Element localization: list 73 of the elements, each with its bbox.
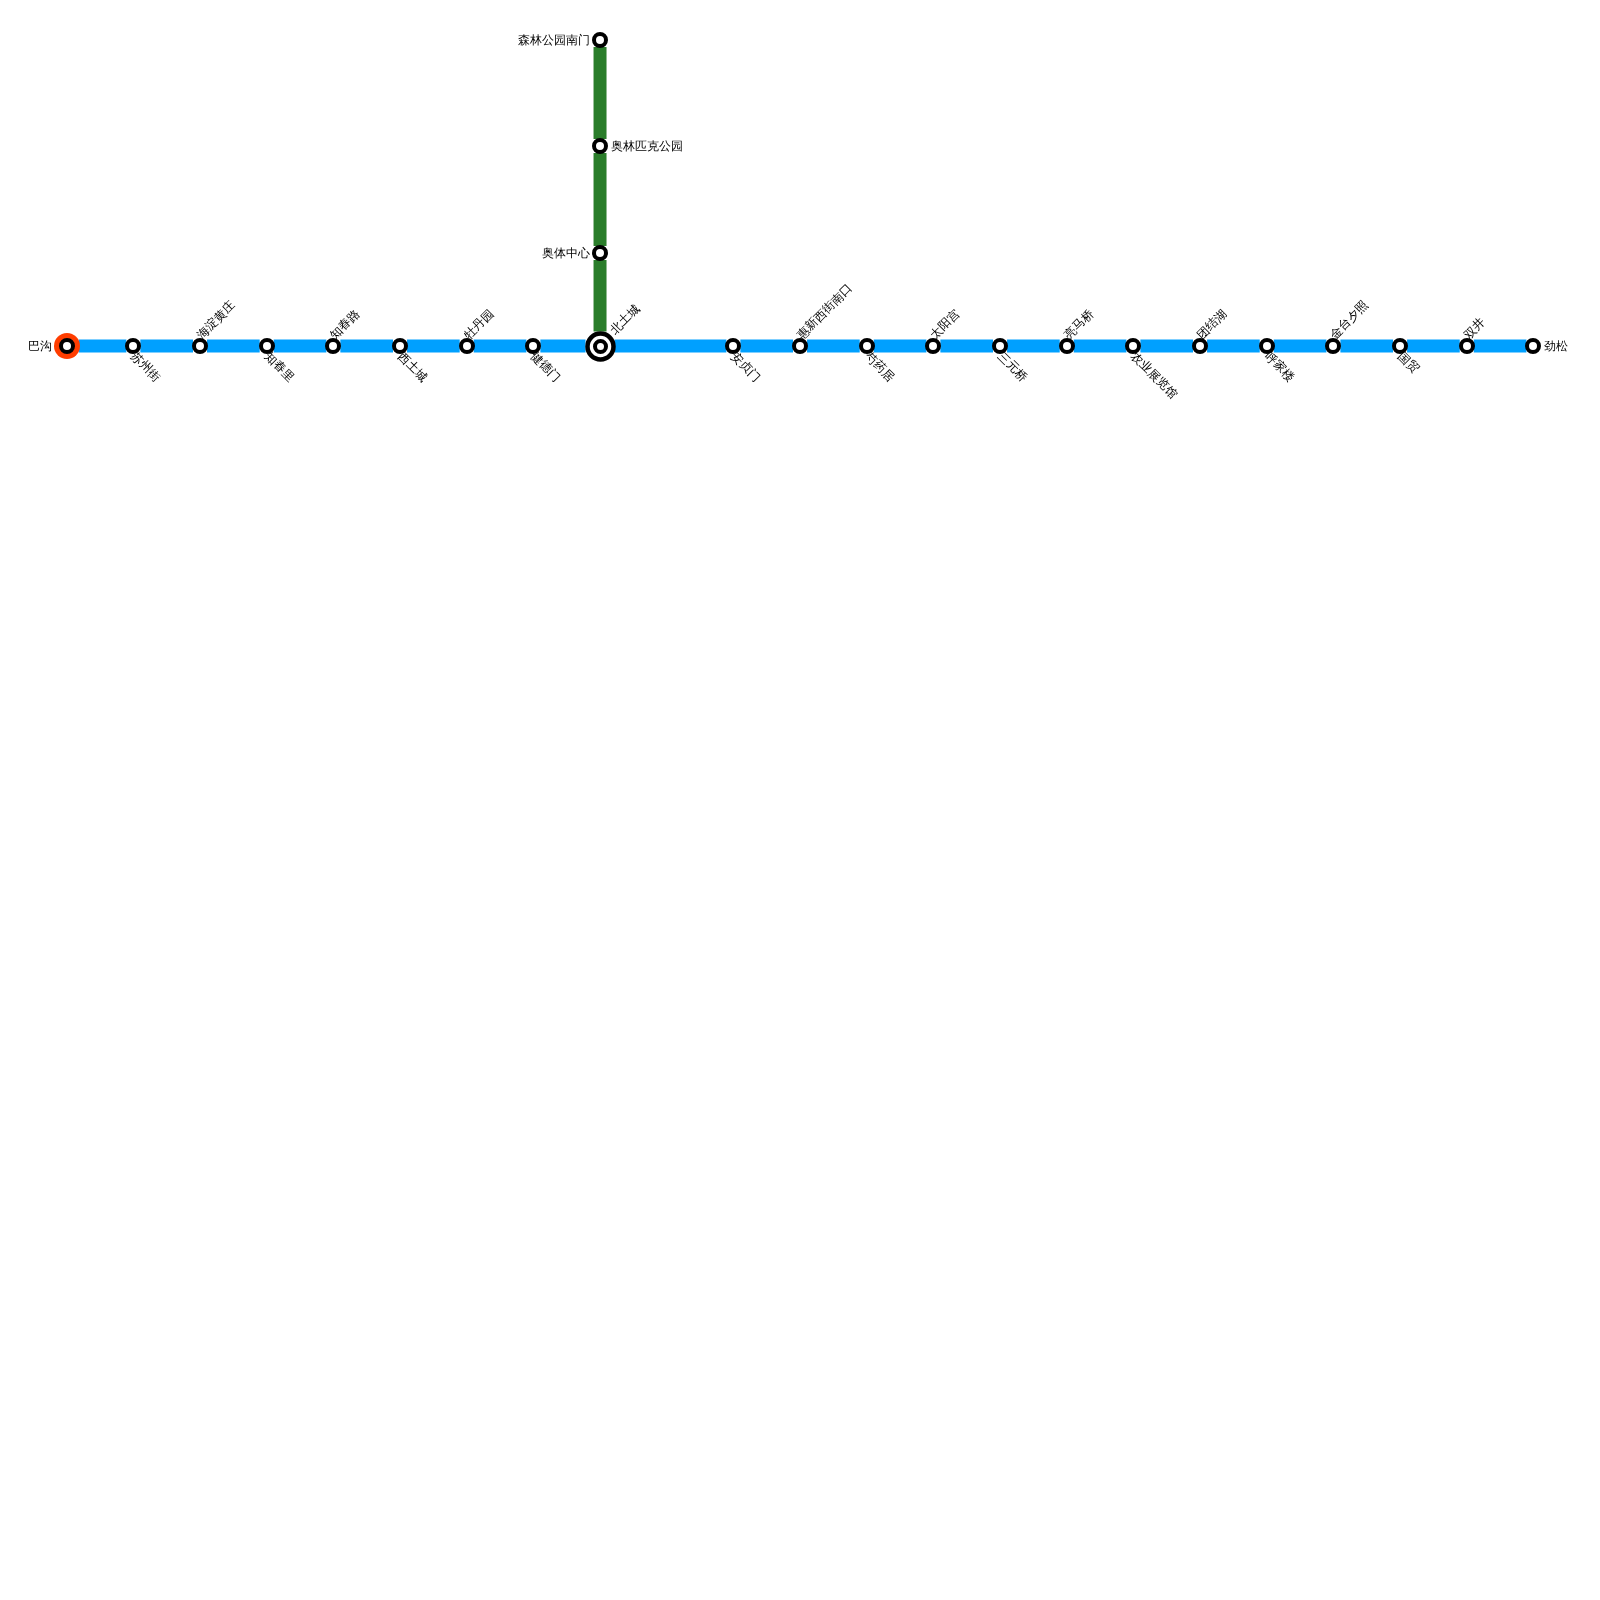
rail-line-segment bbox=[340, 339, 393, 353]
terminal-station-circle bbox=[53, 333, 80, 359]
station-name: 巴沟 bbox=[27, 339, 52, 353]
rail-line-segment bbox=[1407, 339, 1460, 353]
station-circle bbox=[392, 338, 408, 354]
station-circle bbox=[458, 338, 475, 354]
station-circle bbox=[1058, 338, 1075, 354]
station-name: 森林公园南门 bbox=[518, 33, 591, 47]
station-name: 奥林匹克公园 bbox=[611, 139, 683, 153]
rail-line-segment bbox=[1140, 339, 1194, 353]
station-circle bbox=[858, 338, 875, 354]
station-name: 太阳宫 bbox=[927, 306, 963, 342]
rail-line-segment bbox=[593, 260, 607, 332]
rail-line-segment bbox=[473, 339, 527, 353]
station-circle bbox=[1458, 338, 1475, 354]
rail-line-segment bbox=[1340, 339, 1394, 353]
station-circle bbox=[1325, 338, 1342, 354]
rail-line-segment bbox=[140, 339, 193, 353]
station-name: 奥体中心 bbox=[542, 246, 591, 260]
station-circle bbox=[1258, 338, 1275, 354]
station-circle bbox=[592, 32, 608, 48]
rail-line-segment bbox=[407, 339, 460, 353]
station-name: 知春里 bbox=[261, 349, 298, 385]
station-name: 农业展览馆 bbox=[1128, 349, 1181, 402]
station-name: 西土城 bbox=[395, 349, 431, 385]
station-name: 金台夕照 bbox=[1327, 298, 1372, 342]
station-name: 双井 bbox=[1460, 315, 1488, 342]
rail-line-segment bbox=[540, 339, 586, 353]
station-circle bbox=[592, 245, 608, 261]
station-circle bbox=[725, 338, 742, 354]
station-name: 劲松 bbox=[1544, 339, 1569, 353]
rail-line-segment bbox=[1073, 339, 1127, 353]
rail-line-segment bbox=[593, 153, 607, 246]
rail-line-segment bbox=[873, 339, 927, 353]
station-circle bbox=[325, 338, 342, 354]
station-name: 三元桥 bbox=[995, 349, 1031, 385]
rail-line-segment bbox=[273, 339, 327, 353]
rail-line-segment bbox=[1273, 339, 1327, 353]
rail-line-segment bbox=[78, 339, 127, 353]
rail-line-segment bbox=[940, 339, 994, 353]
station-name: 牡丹园 bbox=[460, 306, 497, 342]
rail-line-segment bbox=[740, 339, 794, 353]
station-name: 团结湖 bbox=[1194, 306, 1230, 342]
station-circle bbox=[125, 338, 142, 354]
station-circle bbox=[525, 338, 542, 354]
station-name: 健德门 bbox=[528, 349, 564, 385]
rail-line-segment bbox=[1473, 339, 1527, 353]
rail-line-segment bbox=[1007, 339, 1060, 353]
station-name: 苏州街 bbox=[128, 349, 164, 385]
station-circle bbox=[1392, 338, 1409, 354]
rail-line-segment bbox=[807, 339, 860, 353]
station-circle bbox=[1125, 338, 1142, 354]
rail-line-segment bbox=[207, 339, 260, 353]
station-name: 呼家楼 bbox=[1261, 349, 1298, 385]
station-name: 安贞门 bbox=[728, 349, 764, 385]
station-circle bbox=[1525, 338, 1542, 354]
rail-line-segment bbox=[593, 47, 607, 139]
station-circle bbox=[925, 338, 942, 354]
station-circle bbox=[1192, 338, 1209, 354]
station-circle bbox=[992, 338, 1009, 354]
rail-line-segment bbox=[614, 339, 727, 353]
station-circle bbox=[258, 338, 275, 354]
station-name: 知春路 bbox=[327, 306, 363, 342]
station-name: 北土城 bbox=[607, 301, 643, 337]
station-name: 芍药居 bbox=[861, 349, 898, 385]
station-name: 海淀黄庄 bbox=[194, 298, 238, 342]
station-name: 亮马桥 bbox=[1060, 306, 1097, 342]
station-name: 惠新西街南口 bbox=[794, 281, 855, 342]
station-circle bbox=[192, 338, 208, 354]
station-circle bbox=[792, 338, 809, 354]
station-circle bbox=[592, 138, 608, 154]
station-name: 国贸 bbox=[1395, 349, 1423, 376]
rail-line-segment bbox=[1207, 339, 1260, 353]
